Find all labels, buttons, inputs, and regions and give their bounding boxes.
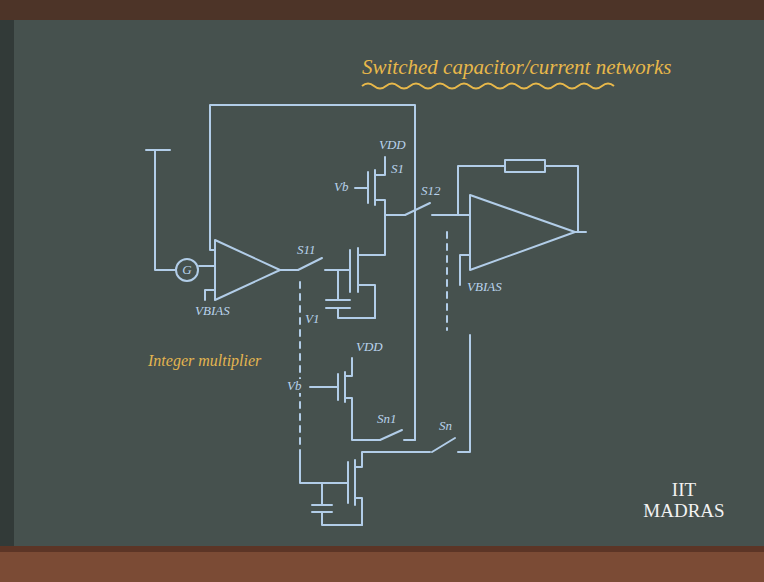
drain-wire [375, 200, 385, 215]
switch-label: Sn [438, 419, 453, 433]
supply-wire [345, 358, 352, 376]
bias-wire [205, 290, 215, 300]
feedback-wire [545, 166, 578, 232]
dashed-repeat-line [446, 232, 448, 330]
switch-symbol [380, 430, 402, 440]
capacitor-wire [322, 512, 362, 525]
current-source-circle: G [175, 258, 199, 282]
opamp-symbol [215, 240, 280, 300]
source-wire [155, 150, 175, 270]
gate-plate [347, 462, 349, 503]
gate-wire [355, 187, 368, 189]
switch-label: S1 [390, 162, 405, 176]
drain-wire [345, 398, 380, 440]
output-wire [575, 231, 586, 233]
drain-wire [355, 452, 430, 467]
gate-wire [300, 455, 348, 483]
capacitor-wire [321, 483, 323, 505]
output-wire [280, 269, 298, 271]
top-frame [0, 0, 764, 20]
circle-outline [176, 259, 198, 281]
switch-label: Sn1 [376, 412, 398, 426]
input-wire [199, 265, 215, 267]
gate-plate [349, 250, 351, 292]
bottom-frame [0, 546, 764, 582]
supply-label: VDD [355, 340, 384, 354]
source-wire [358, 285, 375, 318]
title-underline [362, 84, 614, 89]
board-edge [0, 0, 14, 582]
feedback-wire [458, 166, 505, 215]
capacitor-wire [337, 270, 339, 300]
dashed-repeat-line [299, 282, 301, 455]
watermark: IIT MADRAS [636, 480, 732, 522]
gate-wire [310, 386, 338, 388]
feedback-wire [210, 105, 415, 440]
board-title: Switched capacitor/current networks [362, 56, 672, 79]
switch-symbol [432, 438, 455, 452]
switch-label: S12 [420, 184, 442, 198]
resistor-symbol [505, 160, 545, 172]
node-wire [404, 439, 415, 441]
node-wire [385, 214, 405, 216]
input-wire [432, 214, 470, 216]
switch-label: S11 [296, 243, 317, 257]
board-note: Integer multiplier [148, 352, 261, 370]
switch-symbol [405, 203, 430, 215]
node-wire [458, 335, 470, 452]
capacitor-symbol [312, 505, 332, 512]
supply-wire [375, 157, 385, 175]
source-label: G [175, 263, 199, 277]
source-wire [355, 498, 362, 525]
opamp-symbol [470, 195, 575, 270]
bias-label: VBIAS [194, 304, 231, 318]
frame-shadow [0, 546, 764, 552]
capacitor-wire [338, 308, 375, 318]
node-voltage-label: V1 [304, 312, 320, 326]
capacitor-symbol [326, 300, 350, 308]
drain-wire [358, 215, 385, 255]
ground-wire [146, 149, 170, 151]
supply-label: VDD [378, 138, 407, 152]
switch-symbol [298, 258, 322, 270]
bias-label: VBIAS [466, 280, 503, 294]
gate-voltage-label: Vb [286, 379, 302, 393]
gate-voltage-label: Vb [333, 180, 349, 194]
